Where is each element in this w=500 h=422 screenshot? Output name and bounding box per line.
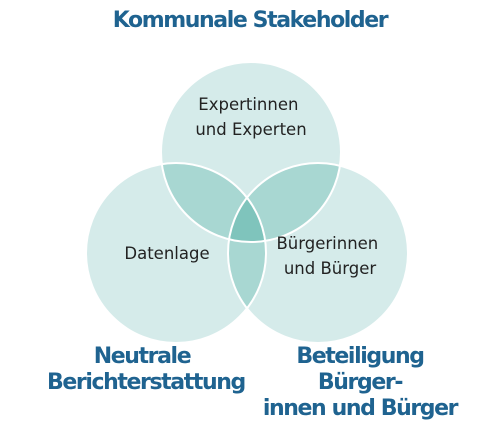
overlap-top-right (228, 163, 341, 242)
label-experts: Expertinnen und Experten (195, 95, 306, 139)
heading-neutral-reporting: Neutrale Berichterstattung (47, 344, 246, 395)
heading-citizen-participation: Beteiligung Bürger- innen und Bürger (262, 344, 459, 421)
overlap-top-left (161, 163, 266, 242)
label-citizens: Bürgerinnen und Bürger (276, 234, 383, 278)
label-data: Datenlage (124, 244, 209, 263)
title-kommunale-stakeholder: Kommunale Stakeholder (112, 8, 389, 33)
